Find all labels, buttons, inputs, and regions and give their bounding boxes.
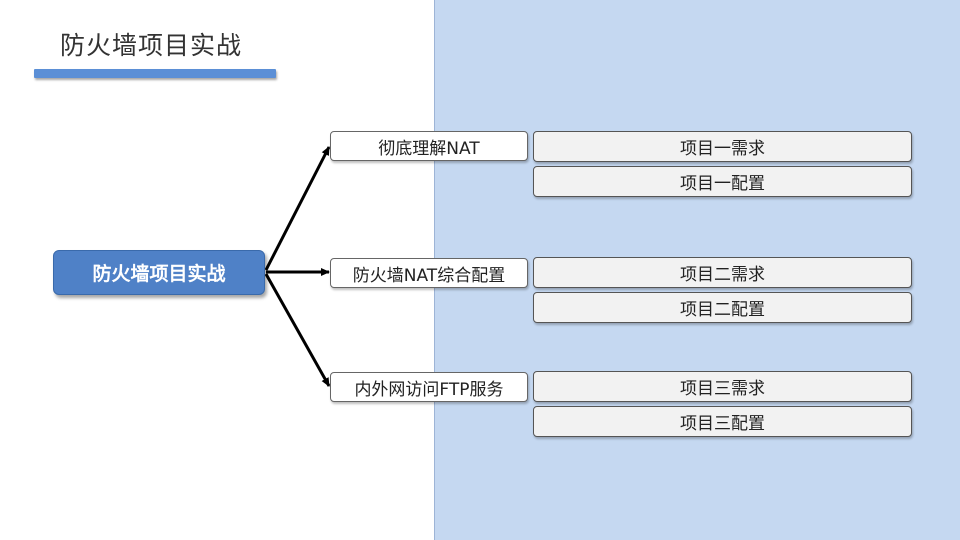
leaf-node: 项目二配置 (533, 292, 912, 323)
leaf-node: 项目三需求 (533, 371, 912, 402)
leaf-node: 项目一配置 (533, 166, 912, 197)
title-underline (34, 69, 276, 78)
root-node: 防火墙项目实战 (53, 250, 265, 295)
branch-node: 彻底理解NAT (330, 131, 528, 161)
branch-node: 防火墙NAT综合配置 (330, 258, 528, 288)
branch-node: 内外网访问FTP服务 (330, 372, 528, 402)
connector-arrow-1 (264, 146, 331, 271)
connector-arrow-3 (264, 273, 331, 387)
leaf-node: 项目三配置 (533, 406, 912, 437)
page-title: 防火墙项目实战 (60, 31, 243, 60)
leaf-node: 项目二需求 (533, 257, 912, 288)
leaf-node: 项目一需求 (533, 131, 912, 162)
